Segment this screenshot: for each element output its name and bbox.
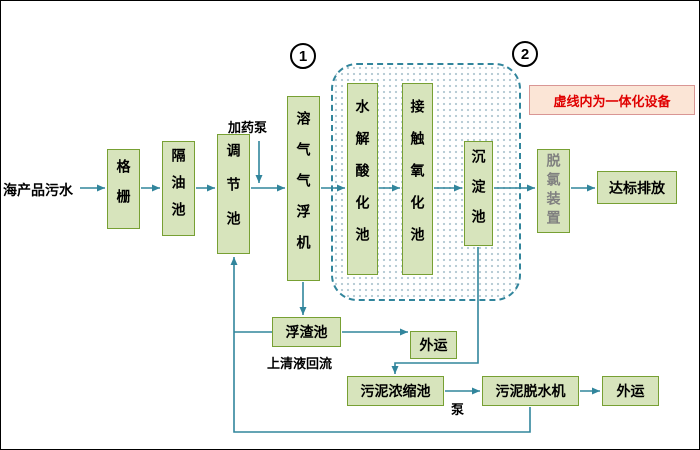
circled-number-1: 1 [290,43,316,69]
node-haul-away-1: 外运 [410,331,457,359]
source-label: 海产品污水 [3,182,73,198]
node-regulating-tank: 调节池 [217,134,250,254]
dosing-pump-label: 加药泵 [228,120,268,135]
circled-number-2: 2 [512,41,538,67]
node-haul-away-2: 外运 [602,376,659,406]
node-hydrolysis-acidification-tank: 水解酸化池 [347,83,378,275]
node-sludge-thickening-tank: 污泥浓缩池 [347,376,444,406]
node-grating: 格栅 [107,149,140,229]
node-sludge-dewatering-machine: 污泥脱水机 [482,376,579,406]
node-standard-discharge: 达标排放 [597,171,677,204]
node-sedimentation-tank: 沉淀池 [464,141,493,246]
node-contact-oxidation-tank: 接触氧化池 [402,83,433,275]
edge-sedimentation-to-thickening [391,247,479,374]
supernatant-reflux-label: 上清液回流 [267,356,333,371]
node-scum-tank: 浮渣池 [272,317,341,347]
node-dissolved-air-flotation: 溶气气浮机 [287,96,320,281]
legend-box: 虚线内为一体化设备 [529,85,695,115]
edge-supernatant-reflux-to-regulating [230,257,531,433]
node-dechlorination-device: 脱氯装置 [537,149,570,233]
node-oil-separation-tank: 隔油池 [162,141,195,236]
pump-label: 泵 [451,402,465,417]
